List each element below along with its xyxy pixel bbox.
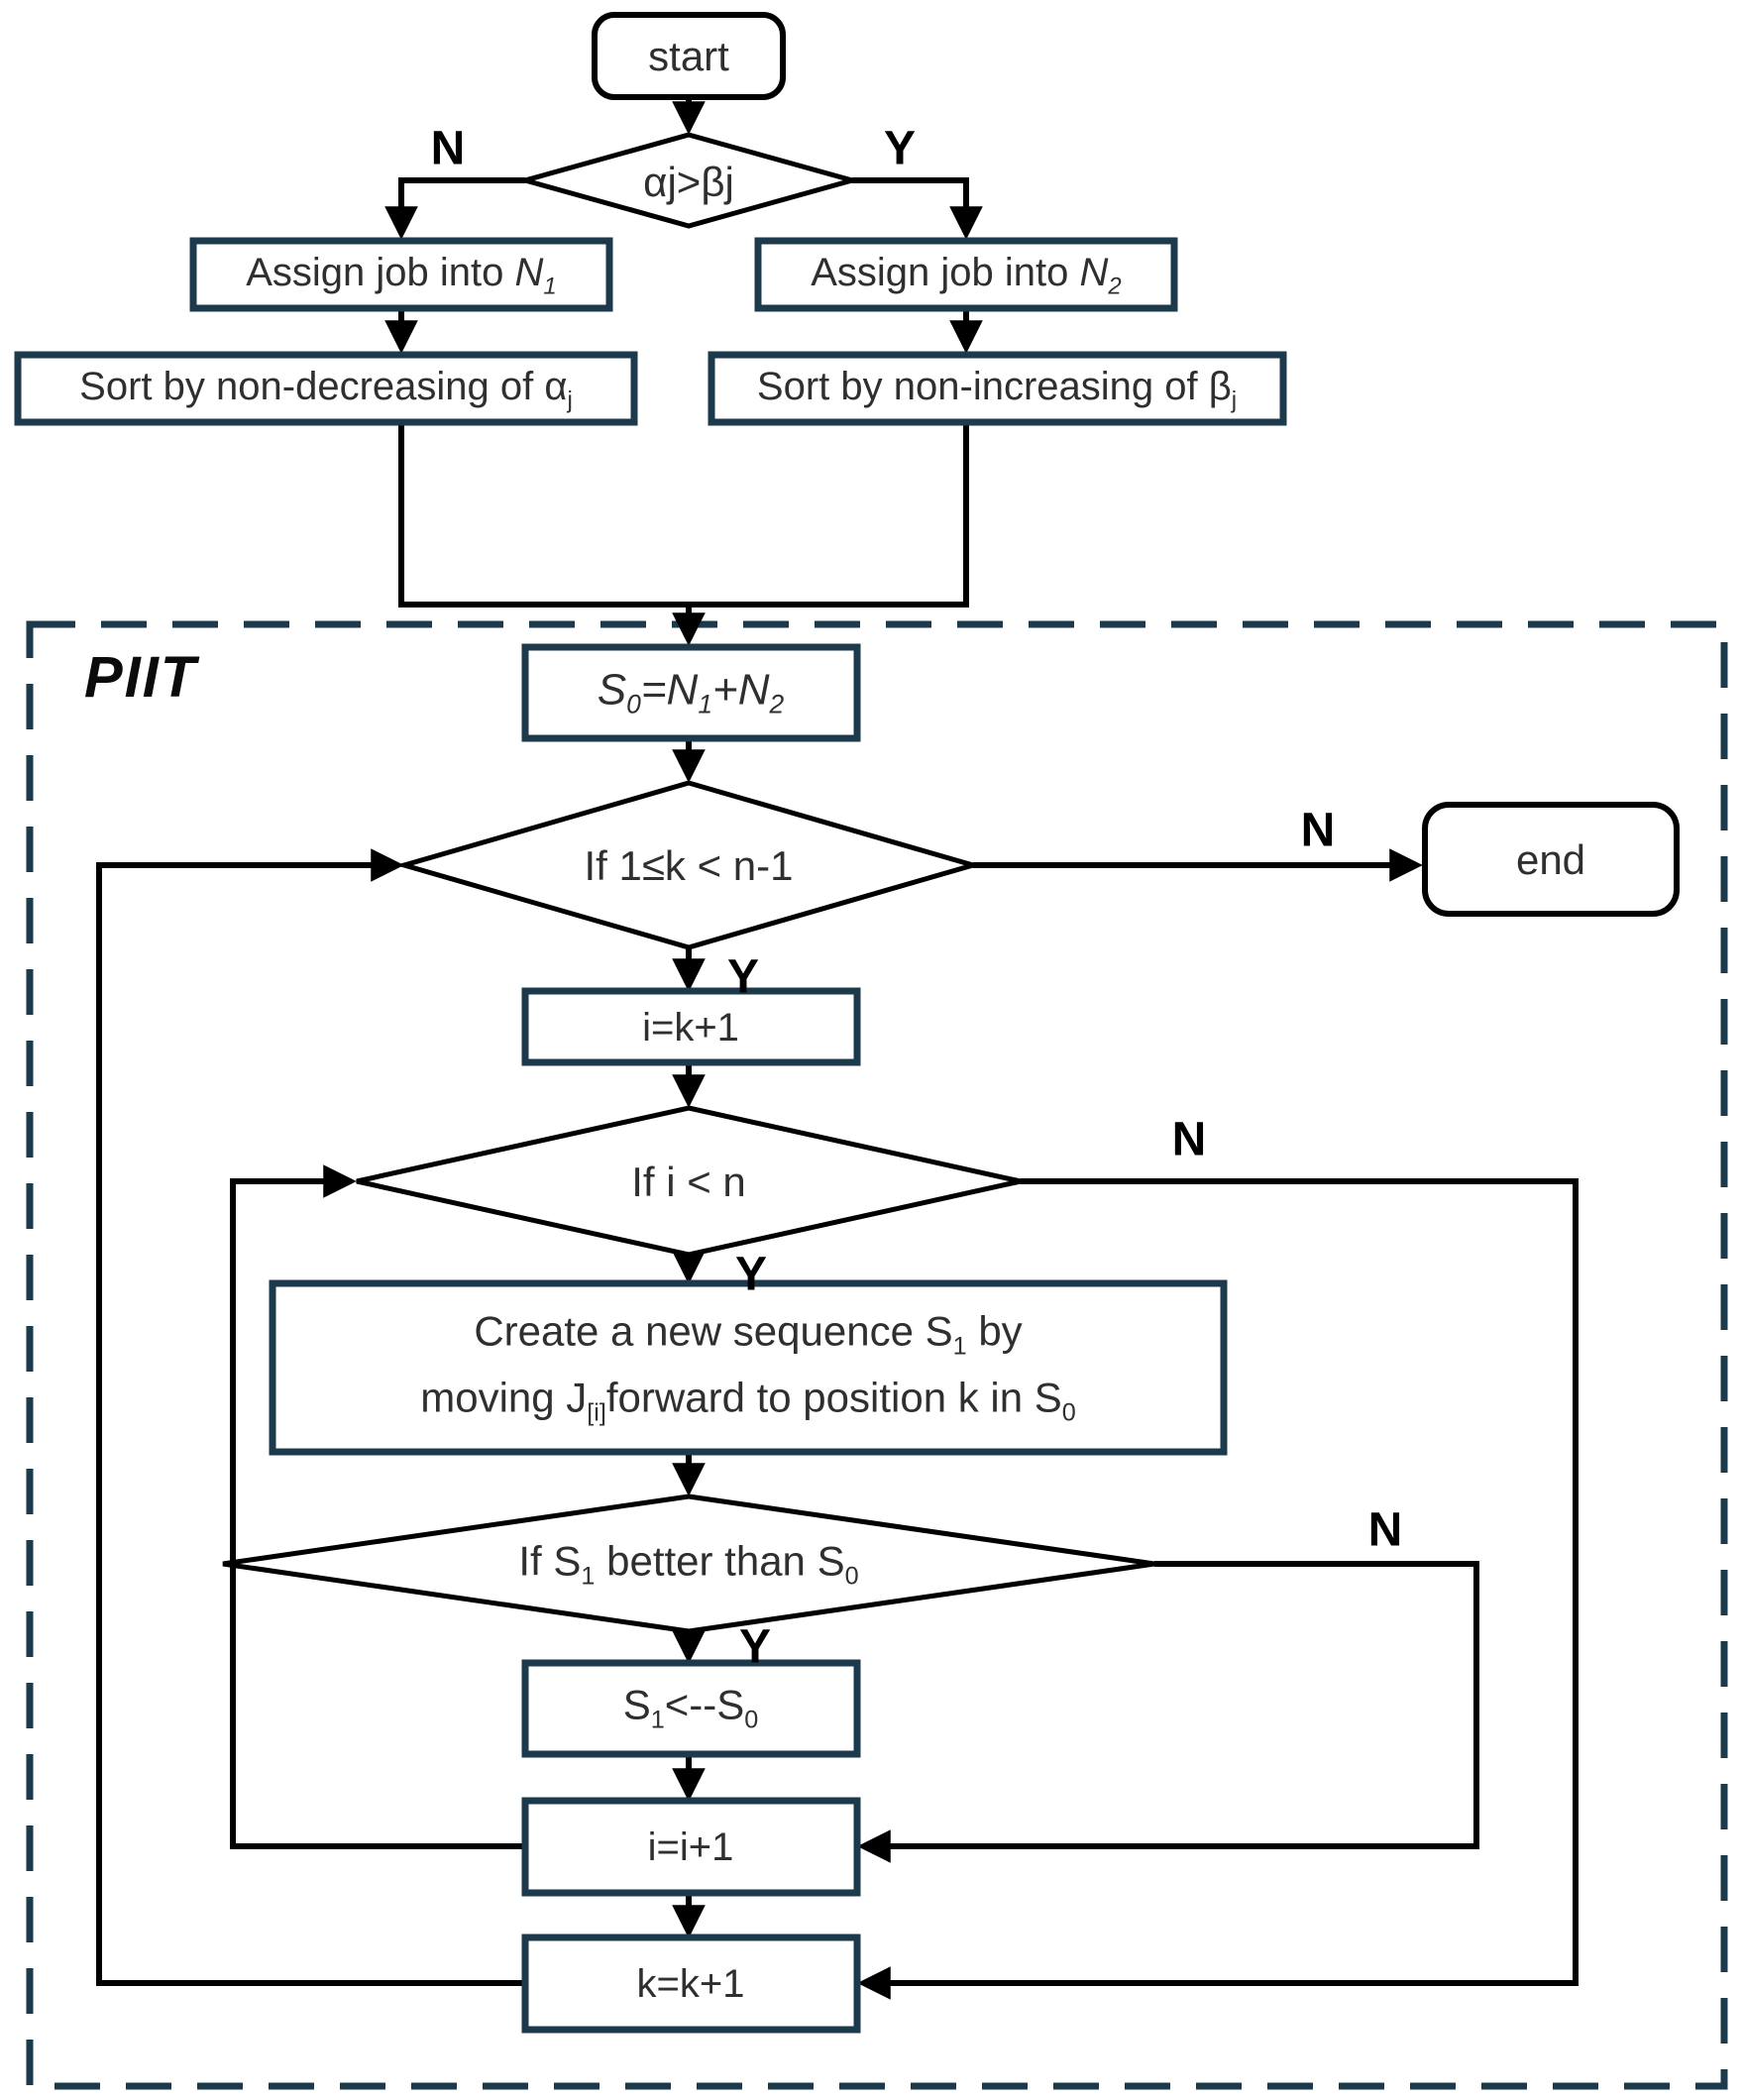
sort-nonincreasing-node: [708, 351, 1287, 426]
s0-init-node: [521, 643, 861, 742]
assign-n2-label: Assign job into N2: [811, 251, 1122, 300]
s1better-decision-node: [222, 1493, 1155, 1634]
iltn-decision-node: [356, 1105, 1022, 1258]
end-label: end: [1515, 835, 1586, 883]
edge-s1better-no-to-ii1: [857, 1561, 1479, 1863]
s1better-decision-label: If S1 better than S0: [518, 1537, 859, 1591]
piit-dashed-frame: [26, 620, 1728, 2090]
s1better-yes-label: Y: [738, 1620, 772, 1674]
s1-assign-s0-label: S1<--S0: [622, 1681, 759, 1734]
edge-alphabeta-no-to-assign-n1: [384, 177, 525, 240]
alphabeta-decision-label: αj>βj: [643, 158, 734, 205]
krange-yes-label: Y: [726, 950, 760, 1004]
end-node: [1422, 802, 1680, 917]
s1better-no-label: N: [1367, 1503, 1403, 1557]
s1-assign-s0-node: [521, 1659, 861, 1758]
start-node: [592, 12, 786, 100]
create-sequence-label-line1: Create a new sequence S1 by: [474, 1307, 1023, 1361]
alphabeta-no-label: N: [430, 122, 466, 175]
edge-merge-sorted-lists: [398, 422, 969, 608]
create-sequence-node: [269, 1279, 1228, 1456]
s0-init-label: S0=N1+N2: [597, 665, 785, 719]
piit-region-label: PIIT: [84, 645, 198, 710]
i-increment-node: [521, 1797, 861, 1897]
edge-alphabeta-yes-to-assign-n2: [852, 177, 983, 240]
krange-decision-node: [395, 780, 982, 950]
assign-n1-node: [189, 237, 613, 312]
sort-nonincreasing-label: Sort by non-increasing of βj: [756, 365, 1238, 414]
edge-kk1-loop-to-krange: [96, 848, 525, 1986]
krange-no-label: N: [1300, 804, 1336, 857]
alphabeta-decision-node: [515, 132, 862, 229]
start-label: start: [648, 32, 729, 79]
assign-n1-label: Assign job into N1: [246, 251, 557, 300]
krange-decision-label: If 1≤k < n-1: [584, 841, 794, 889]
edge-iltn-no-to-kk1: [857, 1178, 1579, 2000]
assign-n2-node: [754, 237, 1178, 312]
iltn-no-label: N: [1171, 1113, 1207, 1166]
iltn-yes-label: Y: [734, 1248, 768, 1301]
k-increment-label: k=k+1: [636, 1962, 745, 2006]
create-sequence-label-line2: moving J[i]forward to position k in S0: [420, 1374, 1076, 1427]
sort-nondecreasing-label: Sort by non-decreasing of αj: [79, 365, 573, 414]
k-increment-node: [521, 1934, 861, 2034]
i-increment-label: i=i+1: [647, 1825, 734, 1869]
sort-nondecreasing-node: [14, 351, 638, 426]
alphabeta-yes-label: Y: [883, 122, 917, 175]
ik1-label: i=k+1: [642, 1006, 739, 1050]
ik1-node: [521, 987, 861, 1066]
iltn-decision-label: If i < n: [631, 1158, 746, 1205]
edge-ii1-loop-to-iltn: [230, 1164, 525, 1849]
